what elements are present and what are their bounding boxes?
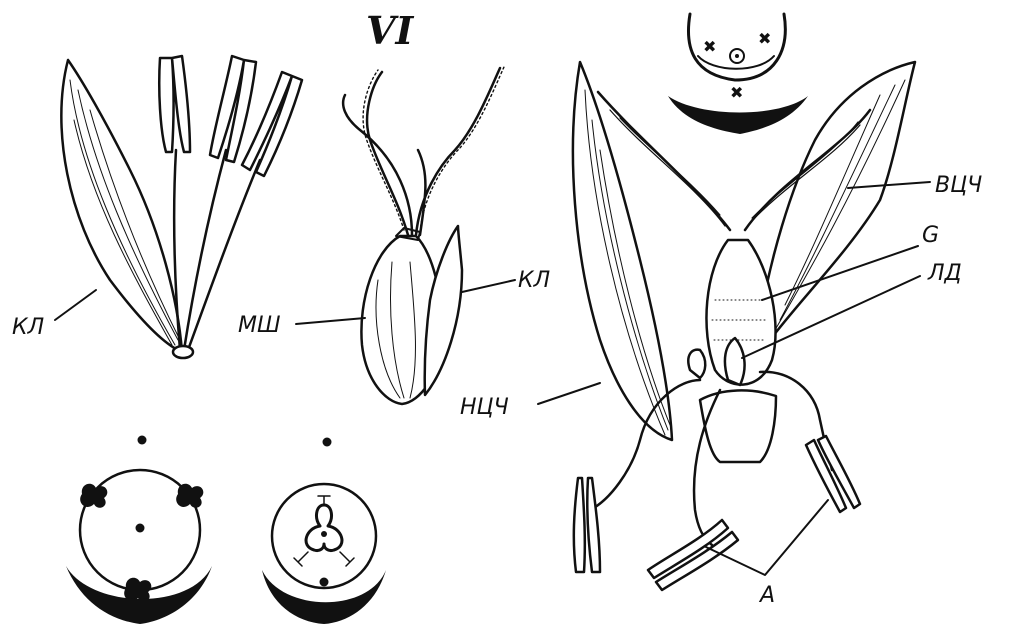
floral-diagram-bottom-middle — [262, 438, 386, 625]
stigma-3-hairs — [420, 67, 504, 232]
anther-1 — [159, 56, 190, 152]
bm-pistil-center — [321, 531, 327, 537]
label-scale: МШ — [238, 313, 281, 338]
label-sepal-middle: КЛ — [518, 268, 550, 293]
bl-stamen-3 — [124, 578, 151, 602]
upper-glume — [760, 62, 915, 340]
leader-sepal-middle — [462, 280, 515, 292]
label-gynoecium: G — [922, 223, 939, 248]
lodicule-2 — [688, 350, 705, 378]
spikelet-anther-1 — [574, 478, 600, 572]
bl-axis-dot — [138, 436, 147, 445]
stigma-3 — [416, 68, 500, 235]
top-diagram-pistil-dot — [735, 54, 739, 58]
top-diagram-stamen-1: ✖ — [703, 37, 716, 56]
stamen-base — [173, 346, 193, 358]
spikelet-illustration: ВЦЧ G ЛД НЦЧ A — [460, 62, 982, 608]
leader-lower-glume — [538, 383, 600, 404]
anther-2 — [210, 56, 256, 162]
label-upper-glume: ВЦЧ — [935, 173, 982, 198]
bl-center-dot — [136, 524, 145, 533]
bl-stamen-1 — [80, 484, 107, 508]
bm-pistil — [306, 505, 342, 551]
floral-diagram-bottom-left — [66, 436, 212, 625]
top-diagram-stamen-2: ✖ — [758, 29, 771, 48]
top-diagram-stamen-3: ✖ — [730, 83, 743, 102]
bm-axis-dot — [323, 438, 332, 447]
stigma-1 — [367, 72, 408, 235]
bm-bottom-dot — [320, 578, 329, 587]
label-anthers: A — [758, 583, 775, 608]
bl-stamen-2 — [176, 484, 203, 508]
leader-scale — [296, 318, 365, 324]
spikelet-anther-3 — [806, 436, 860, 512]
filament-2 — [184, 150, 226, 350]
pistil-bract — [425, 226, 462, 395]
label-lower-glume: НЦЧ — [460, 395, 509, 420]
spikelet-base — [700, 390, 776, 462]
label-sepal-left: КЛ — [12, 315, 44, 340]
label-lodicule: ЛД — [927, 261, 962, 286]
figure-numeral: VI — [366, 8, 414, 53]
floral-diagram-top: ✖ ✖ ✖ — [668, 14, 808, 134]
leader-sepal-left — [55, 290, 96, 320]
